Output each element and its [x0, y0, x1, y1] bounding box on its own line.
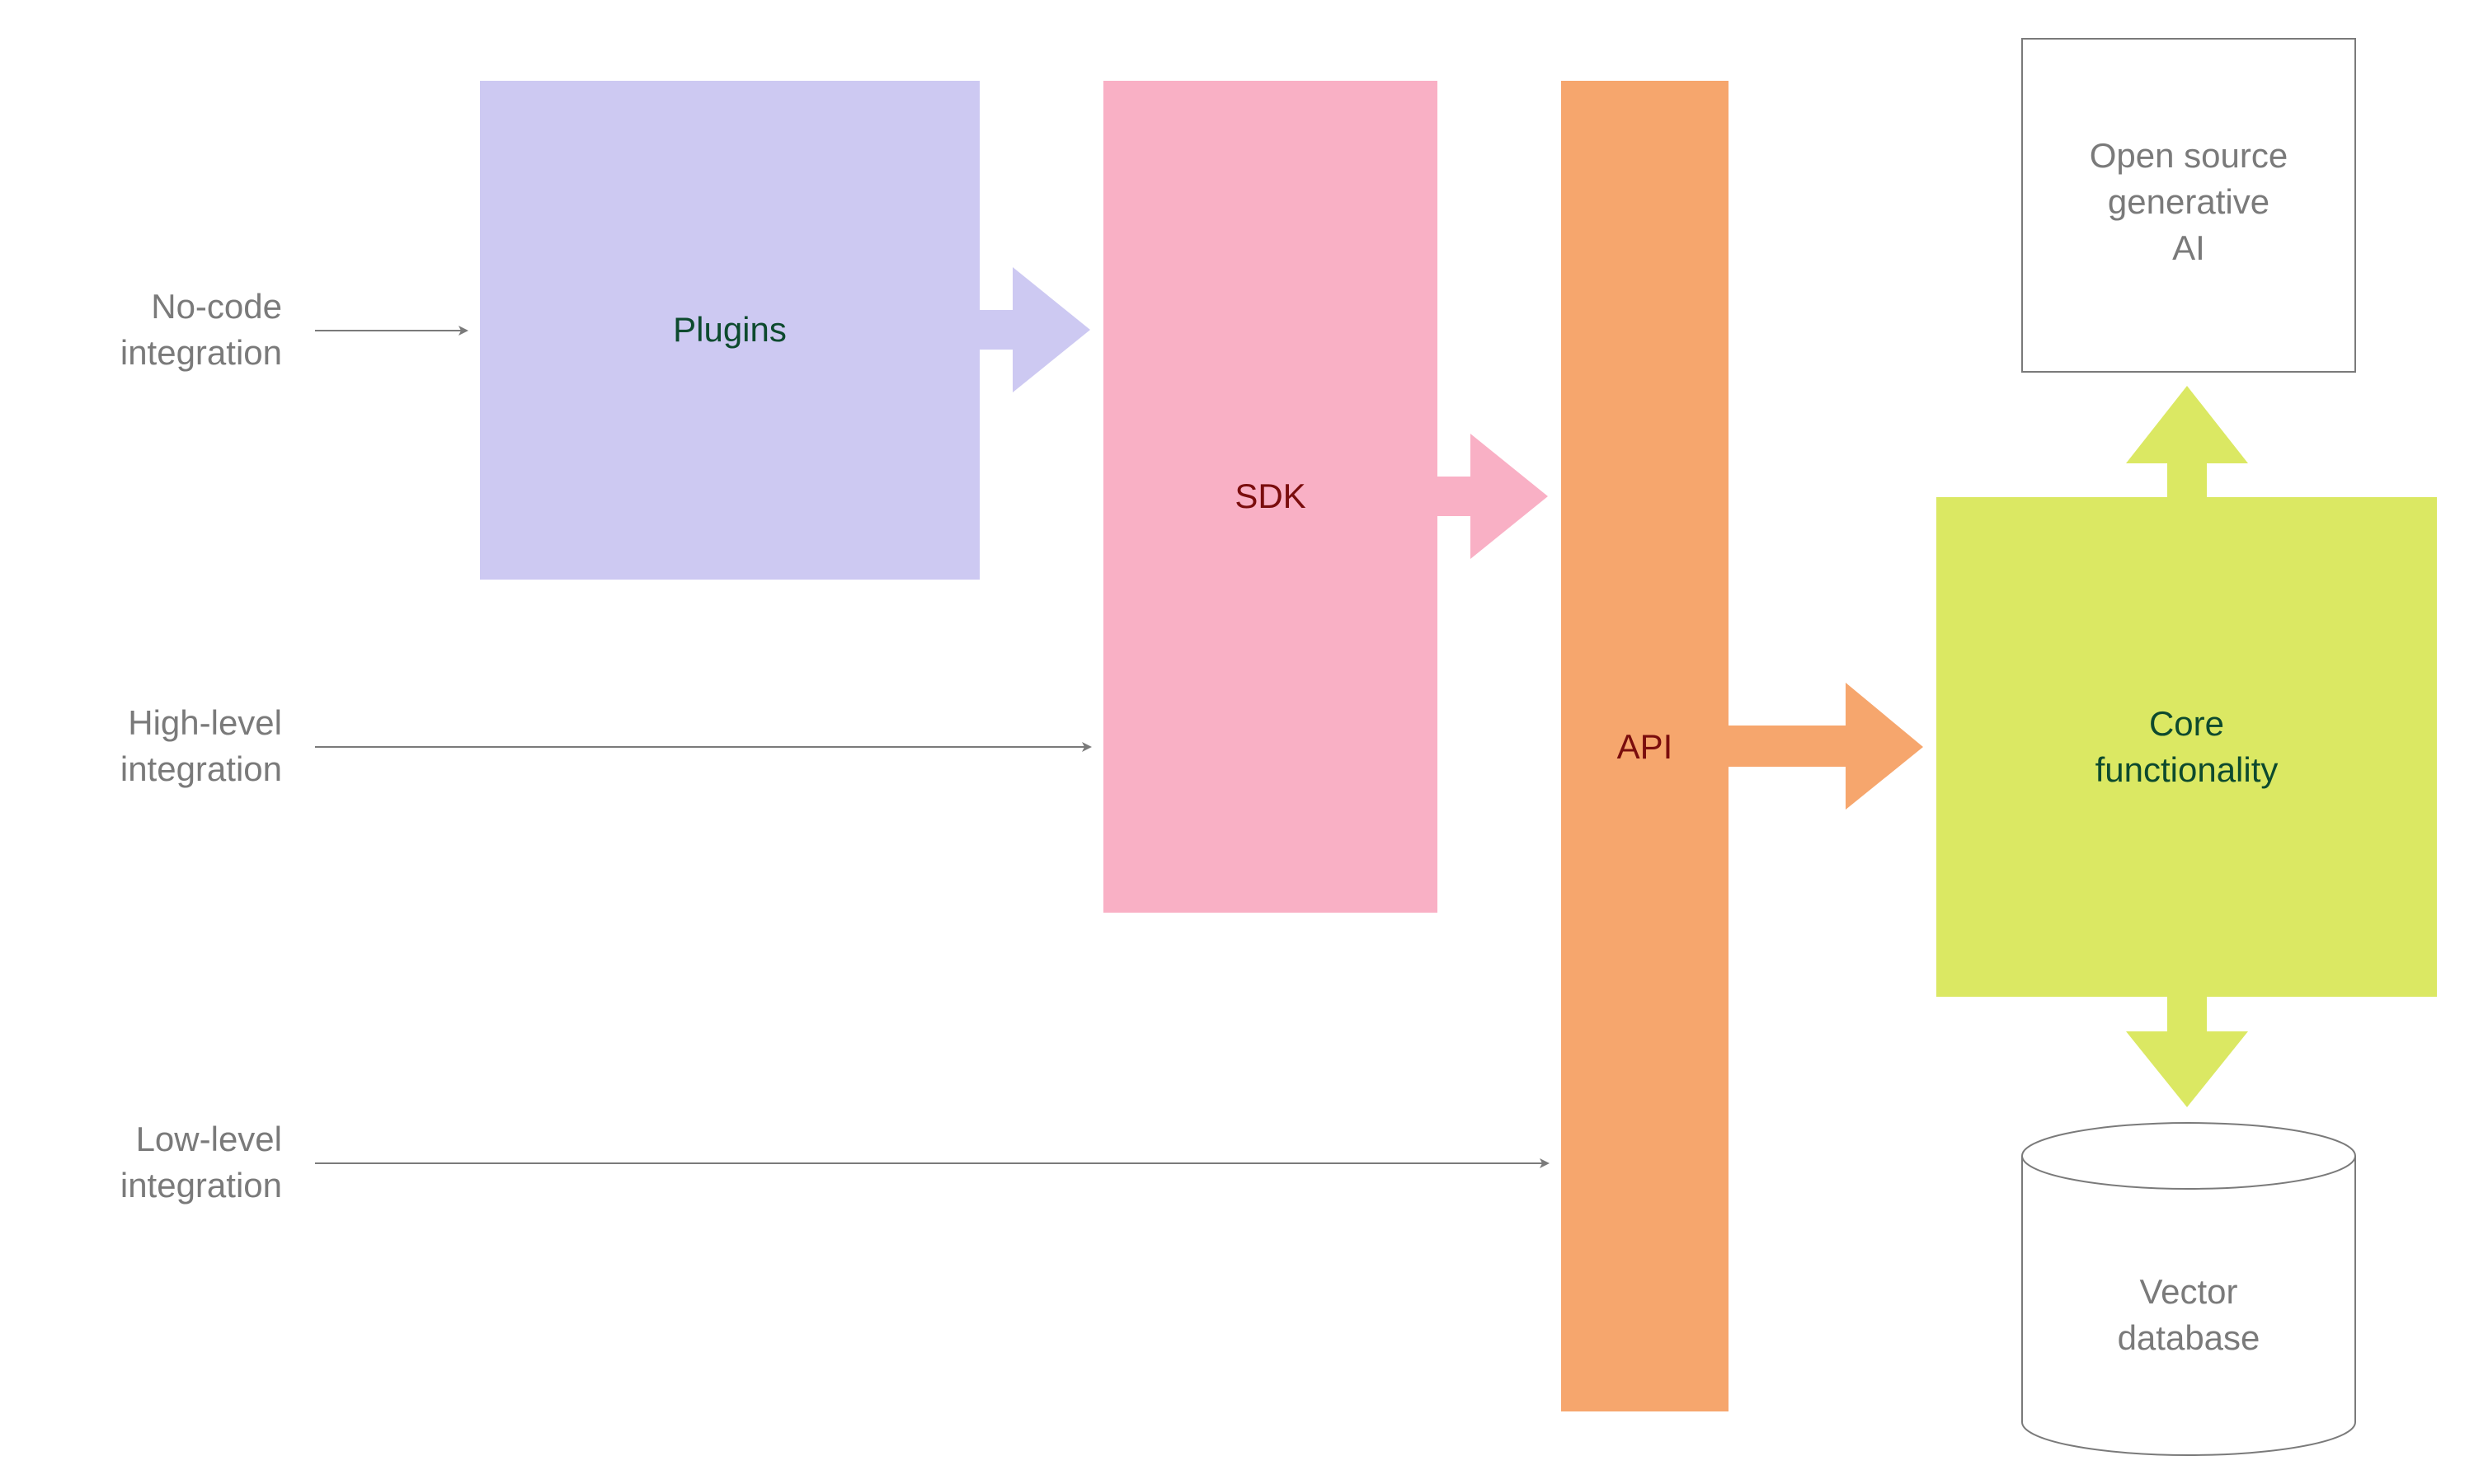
api-block — [1561, 81, 1729, 1411]
vector-db-line-2: database — [2117, 1318, 2260, 1357]
sdk-to-api-arrow — [1437, 434, 1548, 559]
low-level-line-2: integration — [120, 1166, 282, 1205]
core-line-2: functionality — [2095, 750, 2279, 789]
plugins-block — [480, 81, 980, 580]
open-source-line-2: generative — [2107, 182, 2270, 221]
core-functionality-label: Core functionality — [1936, 697, 2437, 796]
vector-db-cylinder — [2021, 1122, 2356, 1456]
vector-database-label: Vector database — [2022, 1266, 2355, 1364]
open-source-line-3: AI — [2172, 228, 2205, 267]
core-to-db-arrow — [2126, 997, 2248, 1107]
high-level-integration-label: High-level integration — [16, 697, 282, 796]
open-source-ai-box — [2021, 38, 2356, 373]
core-block — [1936, 497, 2437, 997]
sdk-label-text: SDK — [1235, 477, 1306, 515]
core-line-1: Core — [2148, 704, 2225, 743]
plugins-to-sdk-arrow — [980, 267, 1090, 392]
high-level-line-1: High-level — [128, 703, 282, 742]
no-code-line-1: No-code — [151, 287, 282, 326]
plugins-label: Plugins — [480, 305, 980, 355]
core-to-ai-arrow — [2126, 386, 2248, 497]
high-level-line-2: integration — [120, 749, 282, 788]
open-source-line-1: Open source — [2089, 136, 2288, 175]
api-to-core-arrow — [1729, 683, 1923, 810]
api-label-text: API — [1616, 727, 1673, 766]
no-code-integration-label: No-code integration — [16, 280, 282, 379]
low-level-line-1: Low-level — [135, 1120, 282, 1158]
low-level-integration-label: Low-level integration — [16, 1113, 282, 1212]
api-label: API — [1561, 722, 1729, 772]
sdk-block — [1103, 81, 1437, 913]
vector-db-line-1: Vector — [2139, 1272, 2238, 1311]
open-source-ai-label: Open source generative AI — [2022, 132, 2355, 272]
plugins-label-text: Plugins — [673, 310, 787, 349]
sdk-label: SDK — [1103, 472, 1437, 521]
no-code-line-2: integration — [120, 333, 282, 372]
